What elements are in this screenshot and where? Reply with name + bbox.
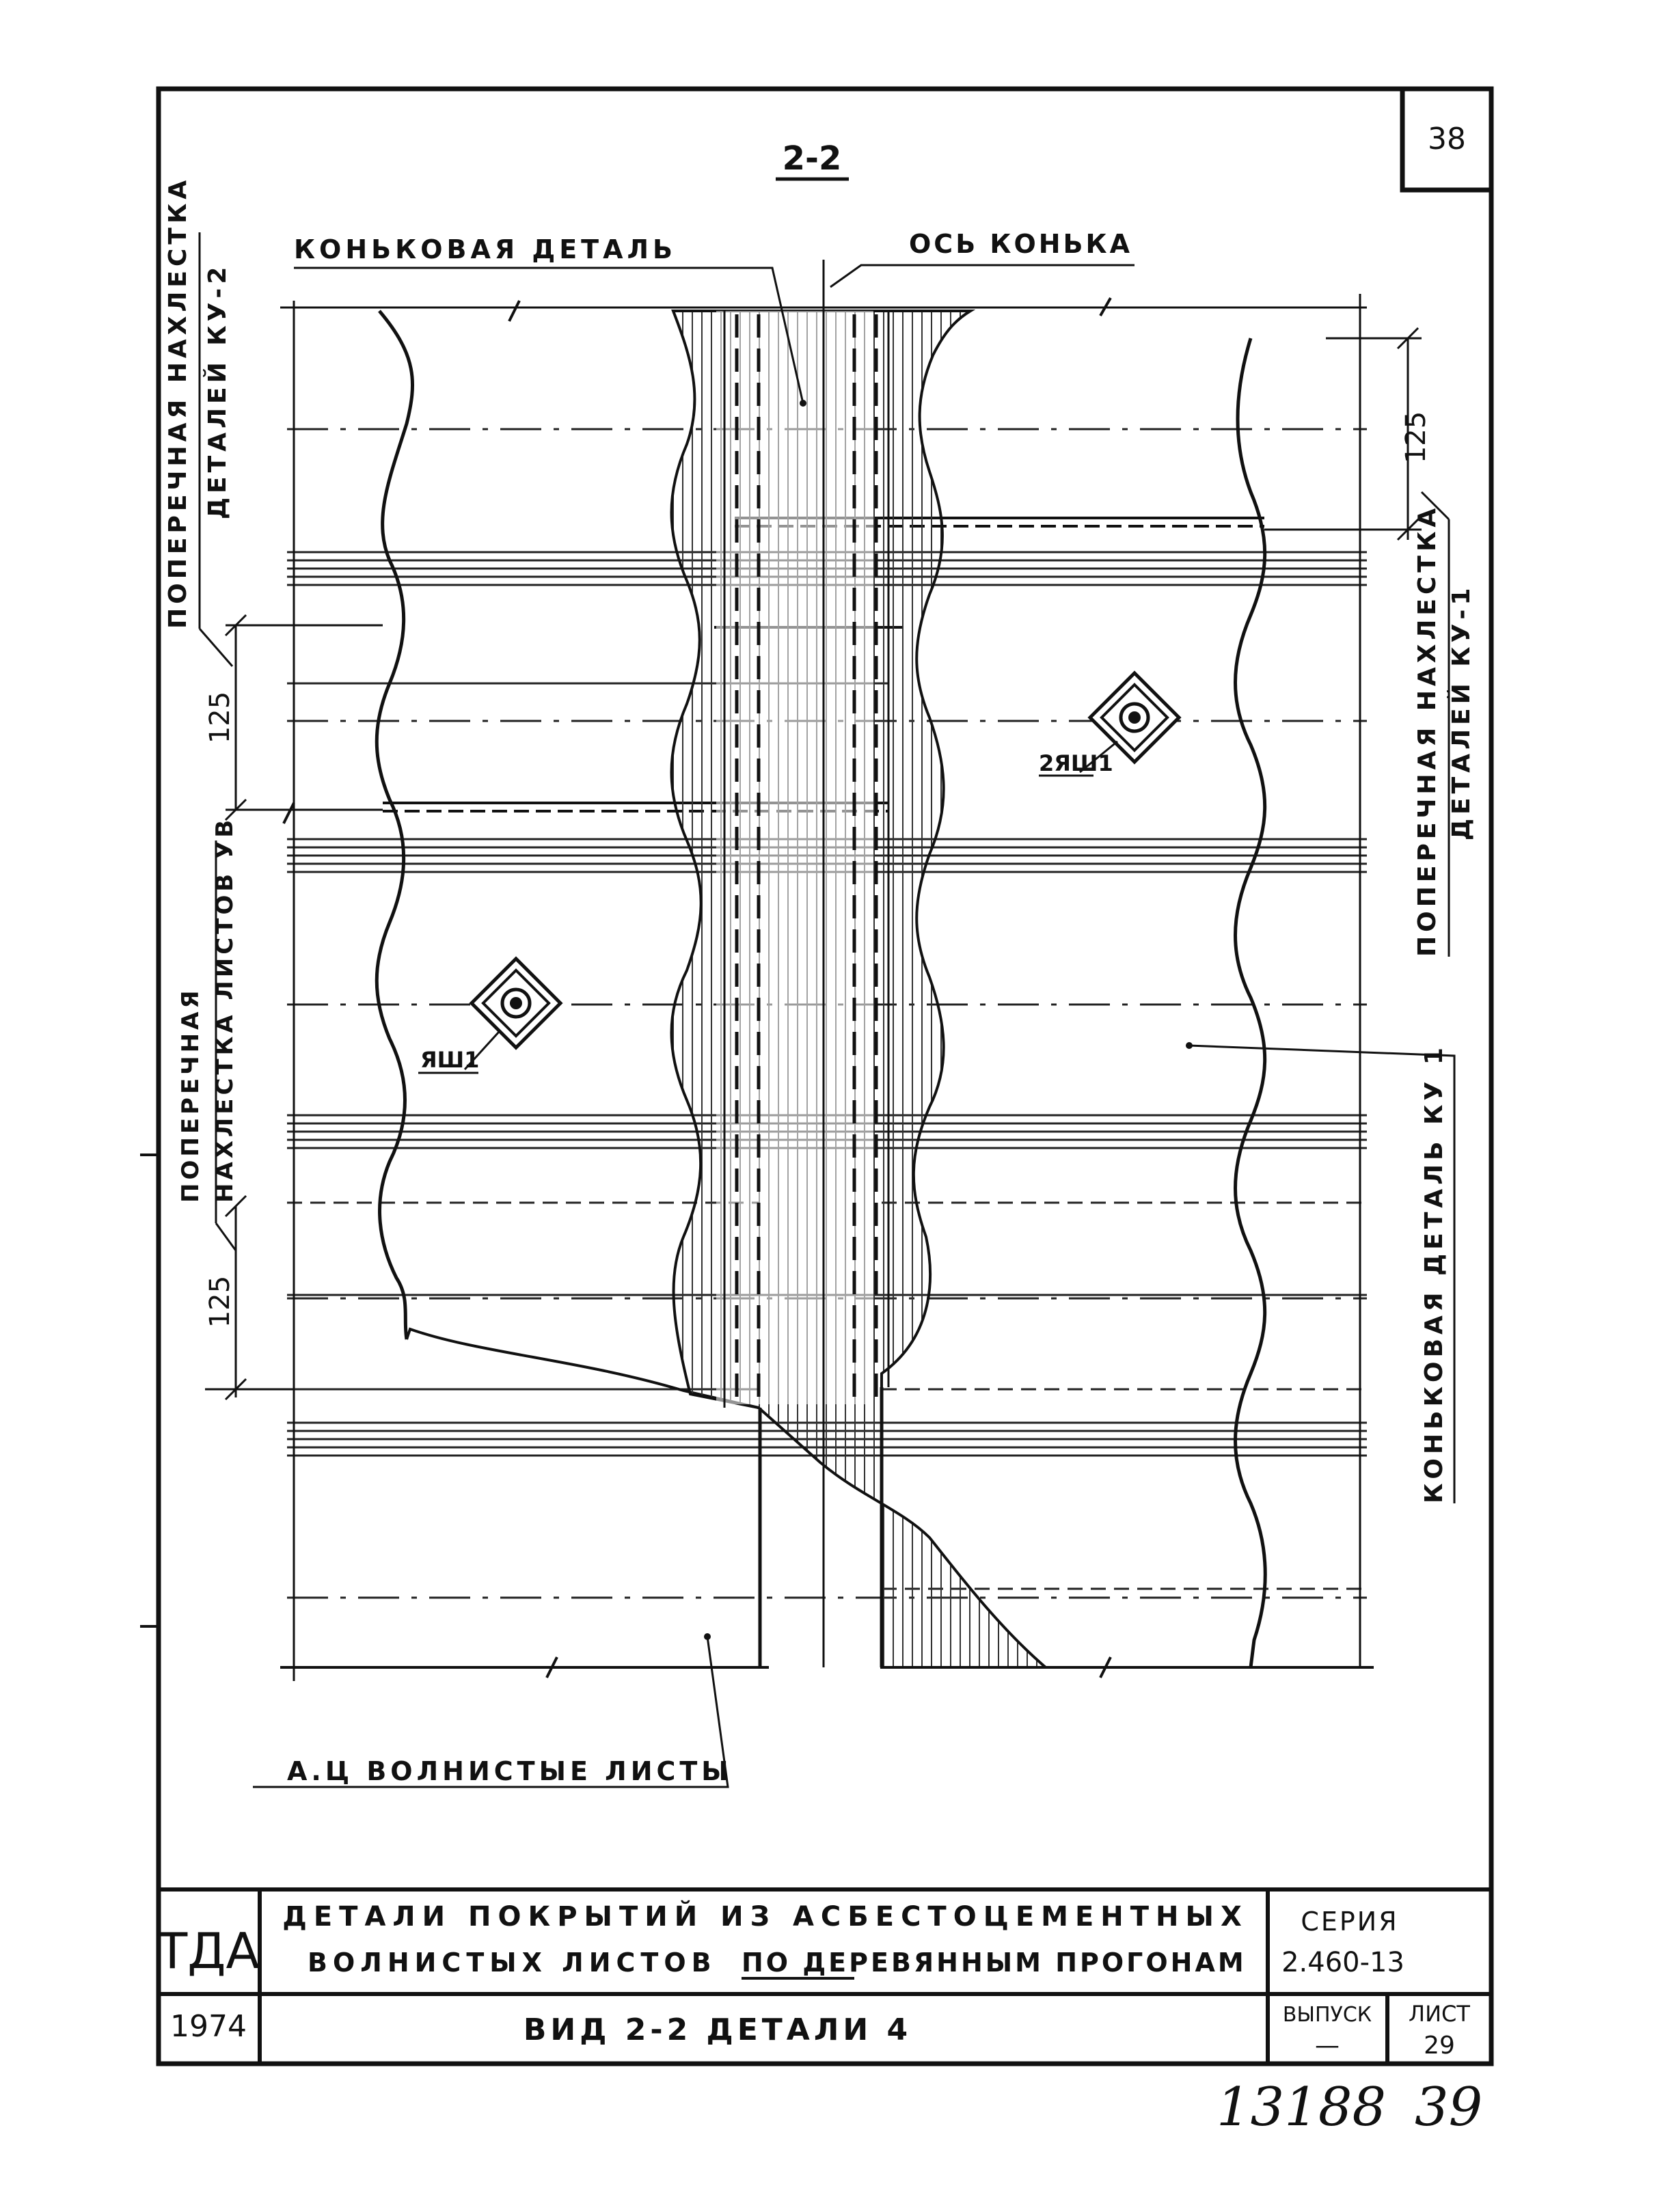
label-ridge-detail-ku1: КОНЬКОВАЯ ДЕТАЛЬ КУ 1 <box>1420 1043 1448 1503</box>
label-ridge-axis: ОСЬ КОНЬКА <box>909 229 1132 259</box>
label-ac-sheets: А.Ц ВОЛНИСТЫЕ ЛИСТЫ <box>287 1756 733 1786</box>
sheet-frame <box>156 86 1494 2066</box>
fastener-right-icon <box>1087 670 1182 765</box>
fastener-right-label: 2ЯШ1 <box>1039 750 1113 776</box>
dim-middle-left <box>224 614 383 821</box>
dash-dot-lines <box>287 428 1367 1599</box>
org-mark: ТДА <box>157 1922 259 1980</box>
issue-value: — <box>1315 2032 1340 2060</box>
label-ridge-detail: КОНЬКОВАЯ ДЕТАЛЬ <box>294 234 677 264</box>
series-label: СЕРИЯ <box>1301 1907 1398 1937</box>
title-line-2a: ВОЛНИСТЫХ ЛИСТОВ <box>308 1948 717 1978</box>
dim-middle-left-value: 125 <box>204 692 236 743</box>
dim-top-right-value: 125 <box>1400 411 1432 463</box>
year: 1974 <box>170 2009 247 2044</box>
title-block <box>159 1887 1491 2064</box>
left-sheet-torn-edge <box>405 1327 759 1409</box>
fastener-left-label: ЯШ1 <box>420 1047 479 1073</box>
left-sheet-wavy-edge <box>375 310 415 1340</box>
section-mark: 2-2 <box>783 139 842 178</box>
dim-top-right <box>1264 327 1422 541</box>
label-overlap-ku1-line2: ДЕТАЛЕЙ КУ-1 <box>1447 584 1476 841</box>
dim-bottom-left-value: 125 <box>204 1276 236 1328</box>
title-line-1: ДЕТАЛИ ПОКРЫТИЙ ИЗ АСБЕСТОЦЕМЕНТНЫХ <box>282 1900 1249 1933</box>
list-label: ЛИСТ <box>1409 2001 1470 2027</box>
label-overlap-ku2-line1: ПОПЕРЕЧНАЯ НАХЛЕСТКА <box>164 176 192 629</box>
right-sheet-wavy-edge <box>1234 338 1267 1668</box>
label-overlap-ku1-line1: ПОПЕРЕЧНАЯ НАХЛЕСТКА <box>1413 504 1441 957</box>
fastener-left-icon <box>469 956 563 1050</box>
dim-bottom-left <box>205 1194 294 1401</box>
issue-label: ВЫПУСК <box>1283 2003 1372 2027</box>
corner-number-box <box>1400 86 1494 193</box>
handwritten-number-2: 39 <box>1415 2077 1482 2138</box>
label-overlap-ku2-line2: ДЕТАЛЕЙ КУ-2 <box>203 263 232 519</box>
ridge-dashed-lines <box>735 314 878 1401</box>
title-line-2b: ПО ДЕРЕВЯННЫМ ПРОГОНАМ <box>742 1948 1247 1978</box>
series-value: 2.460-13 <box>1281 1947 1404 1978</box>
list-value: 29 <box>1424 2032 1455 2060</box>
handwritten-number-1: 13188 <box>1217 2077 1386 2138</box>
sheet-title: ВИД 2-2 ДЕТАЛИ 4 <box>524 2012 912 2047</box>
corner-number: 38 <box>1428 122 1466 156</box>
label-overlap-sheets-line1: ПОПЕРЕЧНАЯ <box>177 987 204 1203</box>
